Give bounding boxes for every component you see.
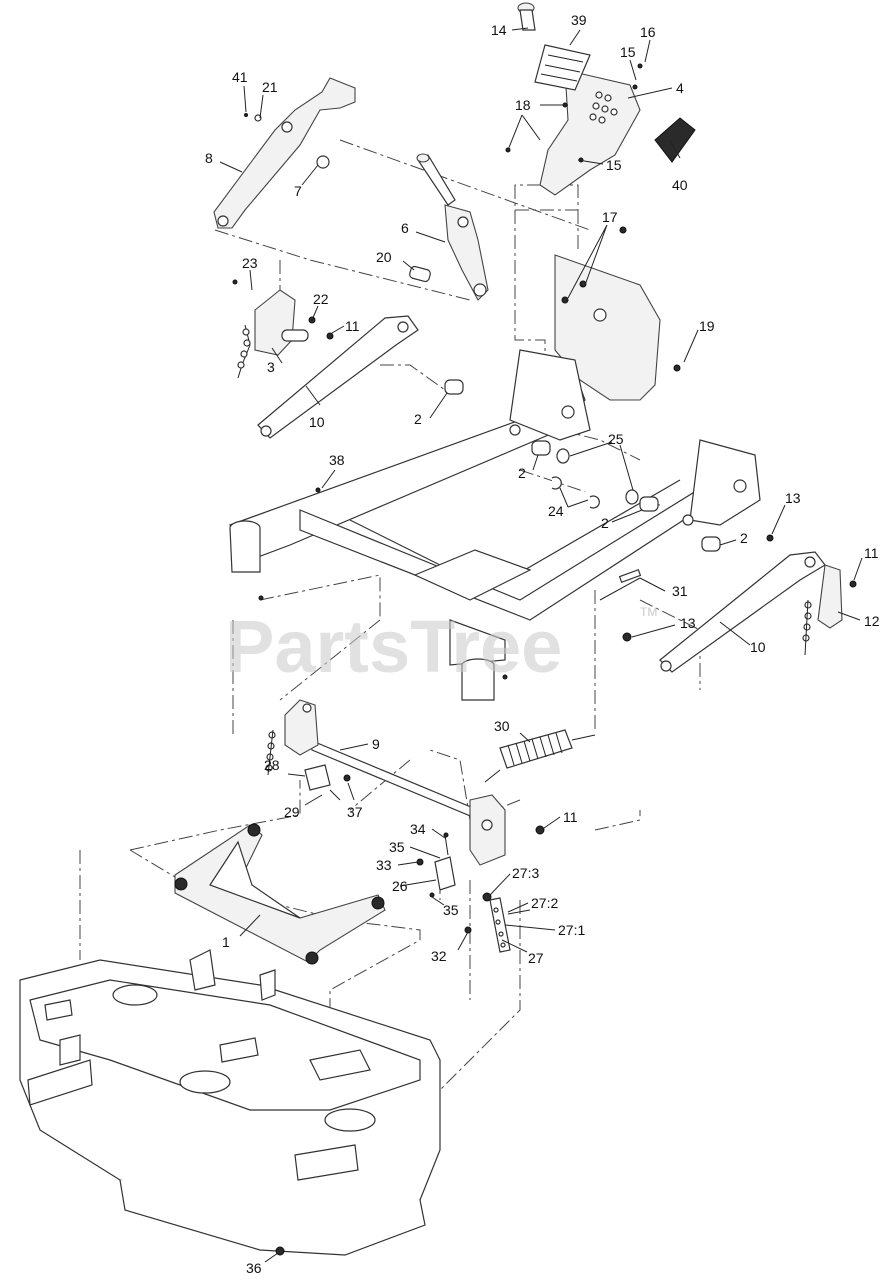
callout-14: 14 (491, 22, 507, 38)
callout-4: 4 (676, 80, 684, 96)
callout-2-upper: 2 (414, 411, 422, 427)
callout-41: 41 (232, 69, 248, 85)
callout-23: 23 (242, 255, 258, 271)
callout-13-lower: 13 (680, 615, 696, 631)
callout-39: 39 (571, 12, 587, 28)
link-rod-10-left (257, 315, 419, 439)
callout-27-2: 27:2 (531, 895, 558, 911)
a-frame-1 (174, 823, 386, 965)
callout-19: 19 (699, 318, 715, 334)
bushings (444, 379, 721, 552)
callout-2-lower: 2 (601, 515, 609, 531)
callout-10-left: 10 (309, 414, 325, 430)
callout-35-lower: 35 (443, 902, 459, 918)
callout-32: 32 (431, 948, 447, 964)
bracket-3 (232, 279, 334, 379)
callout-15-lower: 15 (606, 157, 622, 173)
callout-34: 34 (410, 821, 426, 837)
spring-30 (484, 729, 596, 783)
callout-8: 8 (205, 150, 213, 166)
callout-37: 37 (347, 804, 363, 820)
callout-3: 3 (267, 359, 275, 375)
callout-28: 28 (264, 757, 280, 773)
lever-8 (213, 77, 356, 229)
watermark: PartsTree (225, 605, 562, 688)
callout-38: 38 (329, 452, 345, 468)
callout-40: 40 (672, 177, 688, 193)
callout-13-upper: 13 (785, 490, 801, 506)
callout-21: 21 (262, 79, 278, 95)
callout-27-3: 27:3 (512, 865, 539, 881)
callout-25: 25 (608, 431, 624, 447)
callout-27-1: 27:1 (558, 922, 585, 938)
callout-24: 24 (548, 503, 564, 519)
small-hardware (416, 832, 531, 953)
callout-12: 12 (864, 613, 880, 629)
callout-9: 9 (372, 736, 380, 752)
callout-7: 7 (294, 183, 302, 199)
link-rod-10-right (659, 551, 826, 673)
callout-22: 22 (313, 291, 329, 307)
callout-labels: 14 39 16 15 4 18 15 40 41 21 8 7 6 20 17… (205, 12, 880, 1276)
callout-31: 31 (672, 583, 688, 599)
callout-6: 6 (401, 220, 409, 236)
callout-20: 20 (376, 249, 392, 265)
callout-10-right: 10 (750, 639, 766, 655)
leader-lines (219, 27, 863, 1263)
callout-15: 15 (620, 44, 636, 60)
callout-27: 27 (528, 950, 544, 966)
callout-26: 26 (392, 878, 408, 894)
callout-11-right: 11 (864, 545, 879, 561)
lever-6 (409, 153, 489, 301)
callout-29: 29 (284, 804, 300, 820)
main-frame (229, 349, 761, 701)
callout-11-lower: 11 (563, 809, 578, 825)
callout-16: 16 (640, 24, 656, 40)
callout-2-right: 2 (740, 530, 748, 546)
callout-17: 17 (602, 209, 618, 225)
mower-deck (19, 487, 508, 1256)
callout-18: 18 (515, 97, 531, 113)
callout-1: 1 (222, 934, 230, 950)
callout-35-upper: 35 (389, 839, 405, 855)
callout-30: 30 (494, 718, 510, 734)
cross-shaft-9 (265, 699, 545, 866)
pedal-assembly-4 (505, 2, 696, 196)
callout-2-mid: 2 (518, 465, 526, 481)
bracket-12 (599, 534, 857, 656)
callout-11-upper: 11 (345, 318, 360, 334)
callout-36: 36 (246, 1260, 262, 1276)
watermark-trademark: TM (640, 605, 657, 619)
callout-33: 33 (376, 857, 392, 873)
